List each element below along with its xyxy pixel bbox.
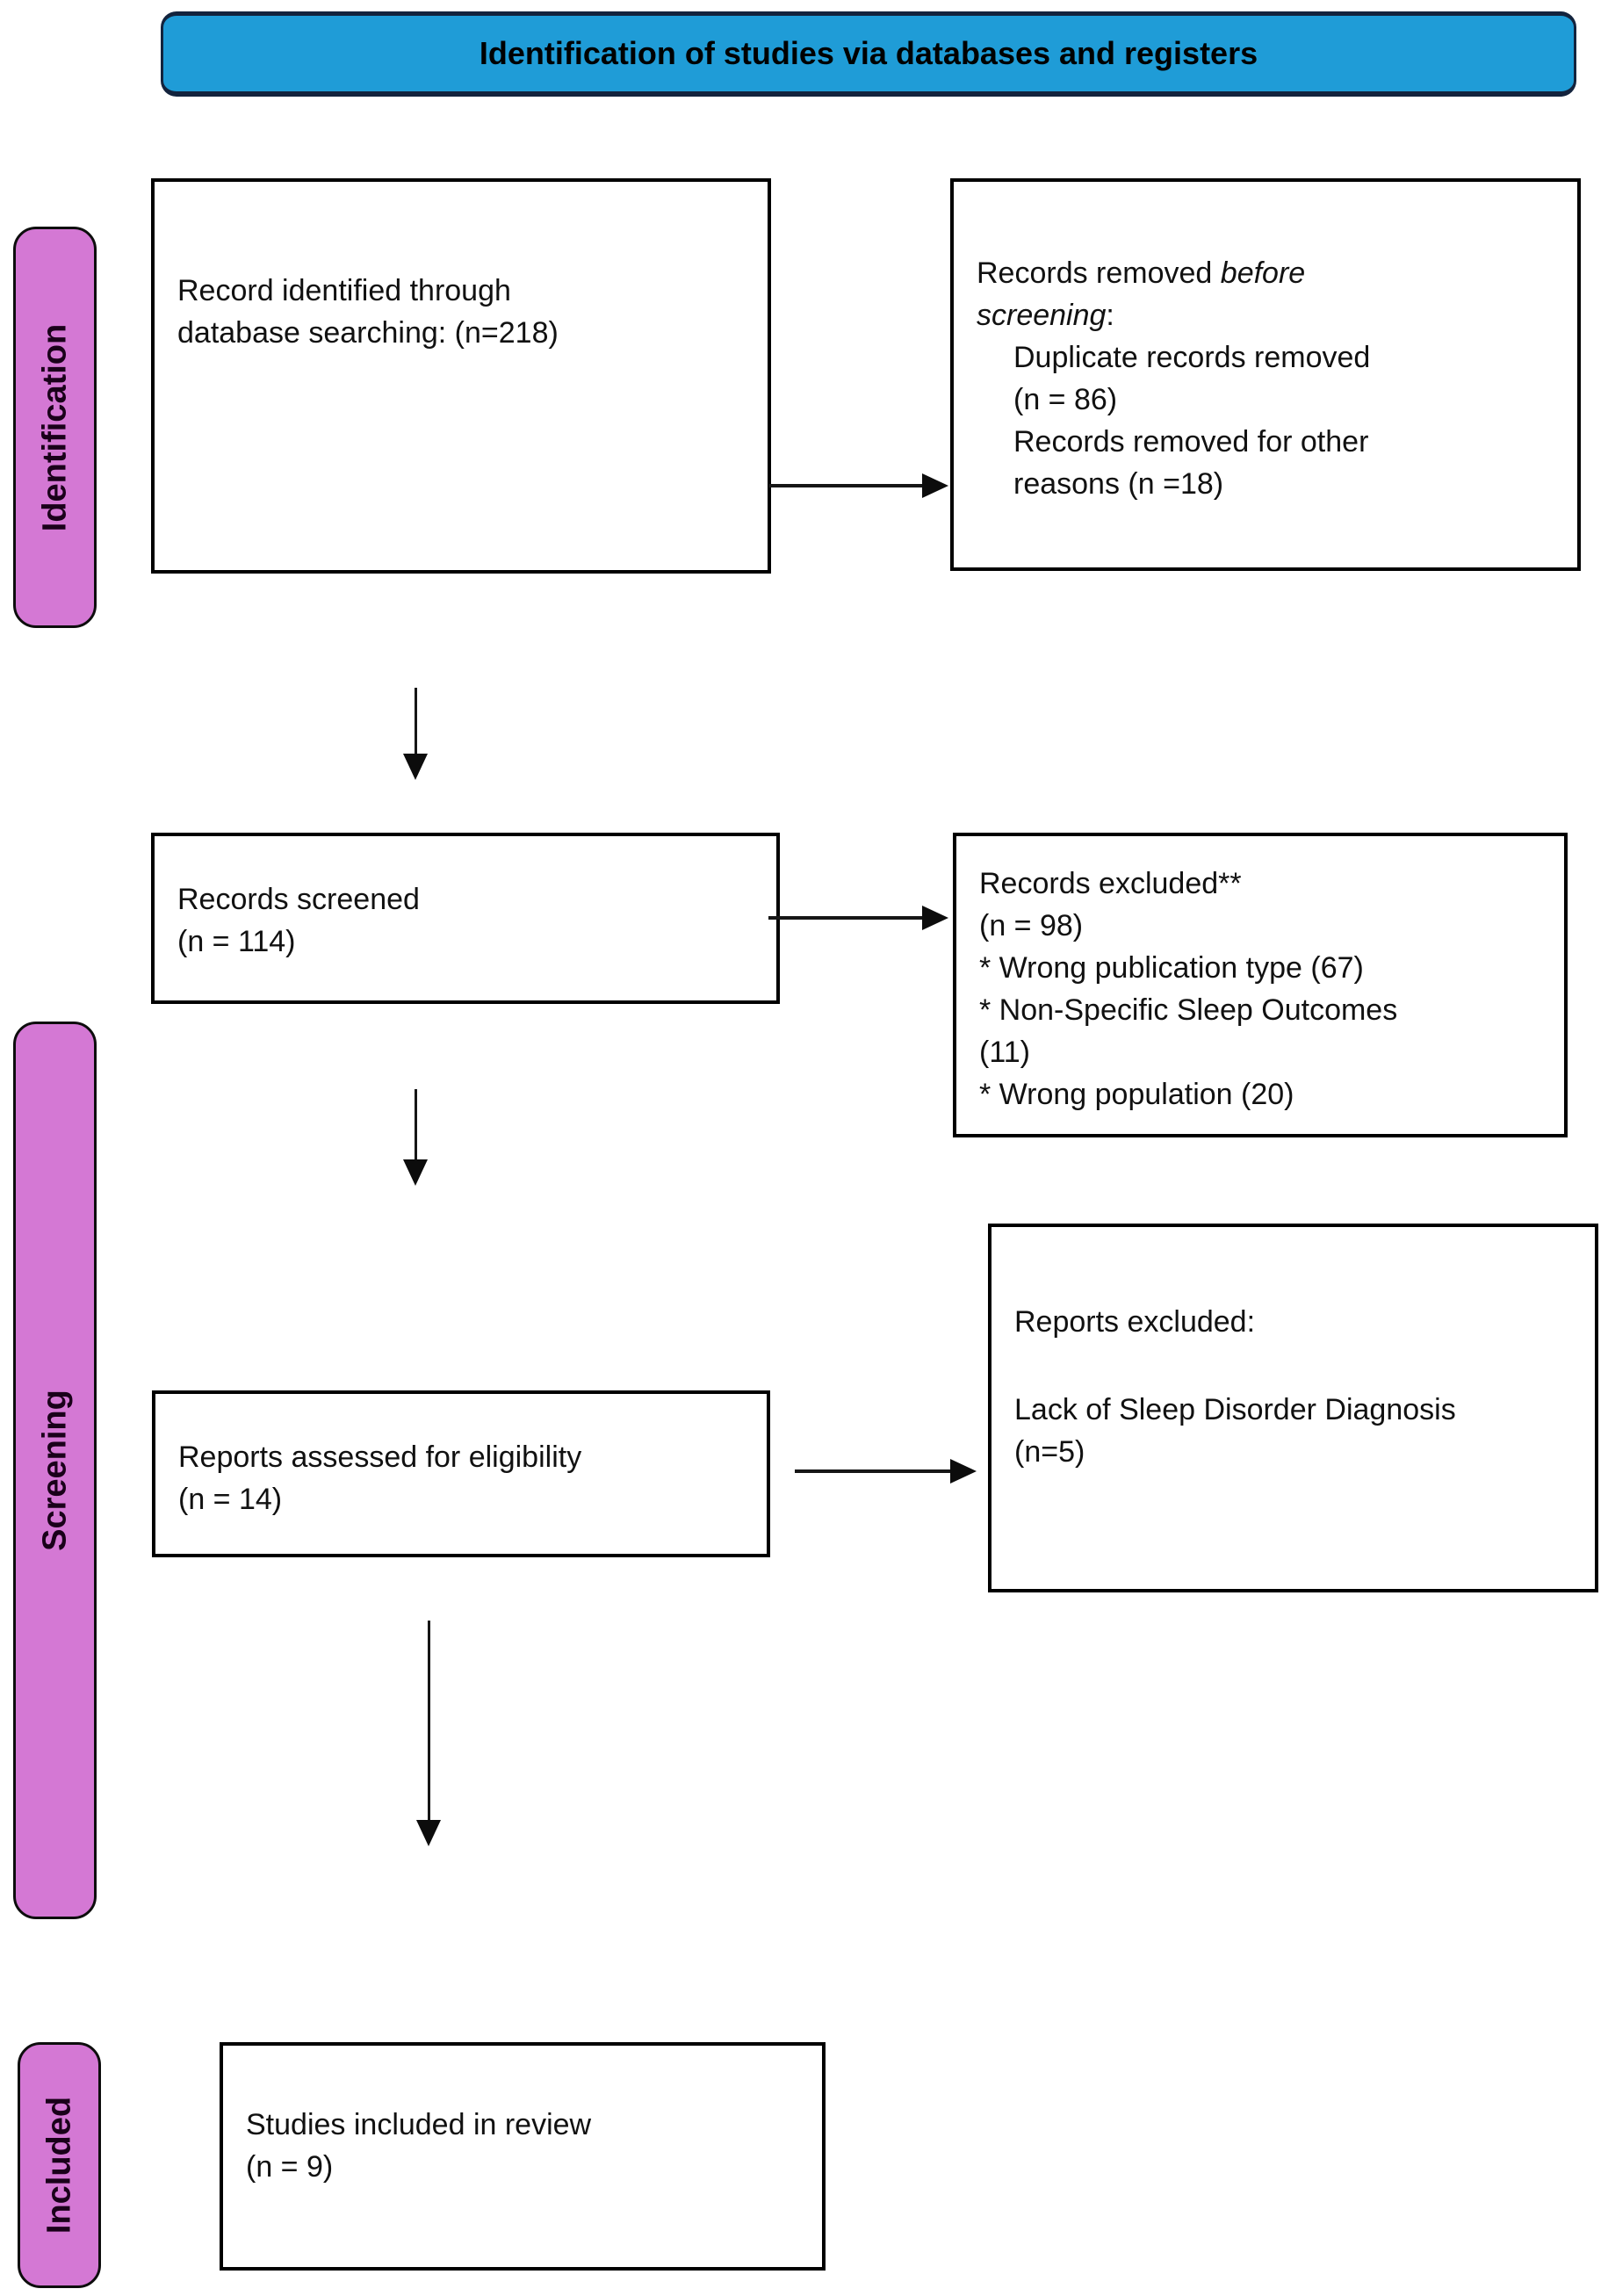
arrowhead-right-icon <box>950 1459 977 1484</box>
text-line: Records removed before <box>977 252 1565 294</box>
box-studies-included: Studies included in review (n = 9) <box>220 2042 826 2271</box>
box-studies-included-text: Studies included in review (n = 9) <box>246 2104 810 2188</box>
text-segment: Records removed <box>977 256 1213 290</box>
box-reports-excluded: Reports excluded: Lack of Sleep Disorder… <box>988 1224 1598 1592</box>
text-line: (n = 14) <box>178 1483 283 1516</box>
box-reports-excluded-text: Reports excluded: Lack of Sleep Disorder… <box>1014 1301 1583 1473</box>
arrow-line-screened-to-assessed <box>415 1089 417 1161</box>
text-line: Record identified through <box>177 274 511 307</box>
text-line: Lack of Sleep Disorder Diagnosis <box>1014 1393 1456 1426</box>
text-line: Records removed for other <box>1013 425 1369 458</box>
text-line: (n = 114) <box>177 925 296 958</box>
box-records-excluded-text: Records excluded** (n = 98) * Wrong publ… <box>979 863 1552 1116</box>
arrowhead-right-icon <box>922 906 948 930</box>
arrowhead-down-icon <box>416 1820 441 1846</box>
phase-rail-identification: Identification <box>13 227 97 628</box>
phase-label-identification: Identification <box>36 323 73 531</box>
text-segment: : <box>1106 299 1114 332</box>
arrowhead-down-icon <box>403 1159 428 1186</box>
phase-label-screening: Screening <box>36 1390 73 1551</box>
box-records-excluded: Records excluded** (n = 98) * Wrong publ… <box>953 833 1568 1137</box>
box-records-identified-text: Record identified through database searc… <box>177 270 755 354</box>
phase-rail-screening: Screening <box>13 1022 97 1919</box>
arrow-line-identified-to-screened <box>415 688 417 755</box>
box-records-identified: Record identified through database searc… <box>151 178 771 574</box>
text-line: (n = 9) <box>246 2150 334 2184</box>
diagram-title-banner: Identification of studies via databases … <box>161 11 1576 97</box>
text-line: Records excluded** <box>979 867 1242 900</box>
arrowhead-right-icon <box>922 473 948 498</box>
reason-item: Records removed for other reasons (n =18… <box>1013 421 1565 505</box>
text-line: Reports assessed for eligibility <box>178 1440 582 1474</box>
text-line: * Wrong population (20) <box>979 1078 1294 1111</box>
arrow-line-assessed-to-included <box>428 1621 430 1822</box>
text-line: (11) <box>979 1036 1030 1069</box>
arrow-line-screened-to-excluded <box>768 916 925 920</box>
text-line: database searching: (n=218) <box>177 316 559 350</box>
text-segment-italic: screening <box>977 299 1107 332</box>
text-line: reasons (n =18) <box>1013 467 1224 501</box>
box-records-screened: Records screened (n = 114) <box>151 833 780 1004</box>
phase-rail-included: Included <box>18 2042 101 2288</box>
text-line: Duplicate records removed <box>1013 341 1371 374</box>
text-line: * Non-Specific Sleep Outcomes <box>979 993 1398 1027</box>
box-records-removed-text: Records removed before screening: Duplic… <box>977 252 1565 505</box>
text-line: Reports excluded: <box>1014 1305 1256 1339</box>
text-line: (n = 98) <box>979 909 1084 942</box>
diagram-title: Identification of studies via databases … <box>479 35 1258 71</box>
text-line: * Wrong publication type (67) <box>979 951 1364 985</box>
text-line: (n=5) <box>1014 1435 1085 1469</box>
reason-item: Duplicate records removed (n = 86) <box>1013 336 1565 421</box>
arrow-line-assessed-to-reports-excluded <box>795 1469 953 1473</box>
text-segment-italic: before <box>1220 256 1306 290</box>
text-line: Studies included in review <box>246 2108 592 2141</box>
exclusion-reason: Lack of Sleep Disorder Diagnosis (n=5) <box>1014 1389 1583 1473</box>
box-reports-assessed-text: Reports assessed for eligibility (n = 14… <box>178 1436 754 1520</box>
phase-label-included: Included <box>40 2096 77 2235</box>
arrowhead-down-icon <box>403 754 428 780</box>
box-records-screened-text: Records screened (n = 114) <box>177 878 764 963</box>
box-reports-assessed: Reports assessed for eligibility (n = 14… <box>152 1390 770 1557</box>
text-line: Records screened <box>177 883 420 916</box>
box-records-removed-before-screening: Records removed before screening: Duplic… <box>950 178 1581 571</box>
arrow-line-identified-to-removed <box>768 484 925 487</box>
text-line: (n = 86) <box>1013 383 1118 416</box>
text-line: screening: <box>977 294 1565 336</box>
